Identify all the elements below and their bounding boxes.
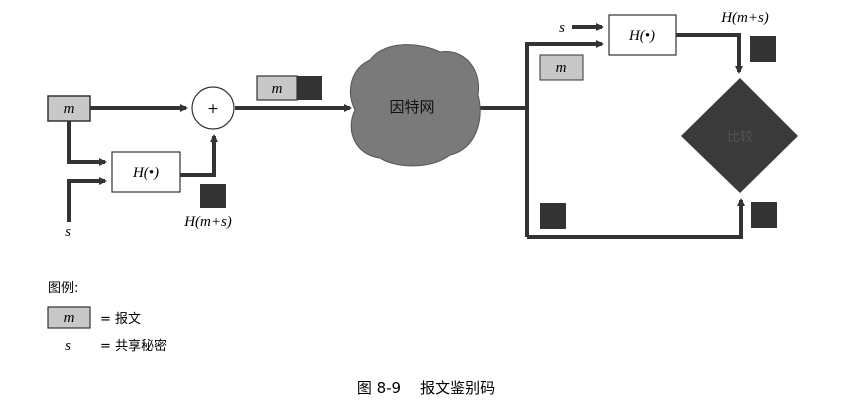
plus-label: + — [207, 101, 219, 117]
legend-title: 图例: — [48, 281, 78, 296]
received-mac-square — [540, 203, 566, 229]
mac-label: H(m+s) — [183, 214, 232, 230]
legend-message-desc: = 报文 — [100, 312, 141, 327]
legend-message-box — [47, 306, 91, 329]
receiver-hash-label: H(•) — [628, 28, 655, 44]
message-box — [47, 95, 91, 122]
legend-secret-symbol: s — [65, 338, 71, 354]
legend-message-symbol: m — [64, 310, 75, 326]
message-label: m — [64, 101, 75, 117]
receiver-message-label: m — [556, 60, 567, 76]
packet-mac-part — [297, 76, 322, 100]
figure-caption: 图 8-9 报文鉴别码 — [357, 379, 495, 397]
internet-cloud — [349, 44, 481, 167]
receiver-secret-label: s — [559, 20, 565, 36]
arrow-hash-to-plus — [180, 134, 218, 177]
receiver-mac-label: H(m+s) — [720, 10, 769, 26]
secret-label: s — [65, 224, 71, 240]
internet-label: 因特网 — [389, 98, 434, 116]
arrow-hash-to-compare — [676, 33, 743, 74]
hash-label: H(•) — [132, 165, 159, 181]
arrow-m-to-receiver-hash — [525, 40, 604, 237]
packet-message-part — [256, 75, 298, 101]
arrow-s-to-hash — [67, 177, 107, 222]
compare-diamond — [681, 78, 798, 193]
receiver-hash-box — [608, 14, 677, 56]
packet-message-label: m — [272, 81, 283, 97]
receiver-message-box — [539, 54, 584, 81]
hash-function-box — [111, 151, 181, 193]
arrow-m-to-hash — [67, 121, 107, 166]
mac-square — [200, 184, 226, 208]
compare-label: 比较 — [727, 130, 753, 145]
legend-secret-desc: = 共享秘密 — [100, 338, 167, 354]
concatenate-circle — [191, 86, 235, 130]
received-mac-square-right — [751, 202, 777, 228]
computed-mac-square — [750, 36, 776, 62]
arrow-mac-to-compare — [527, 198, 745, 239]
